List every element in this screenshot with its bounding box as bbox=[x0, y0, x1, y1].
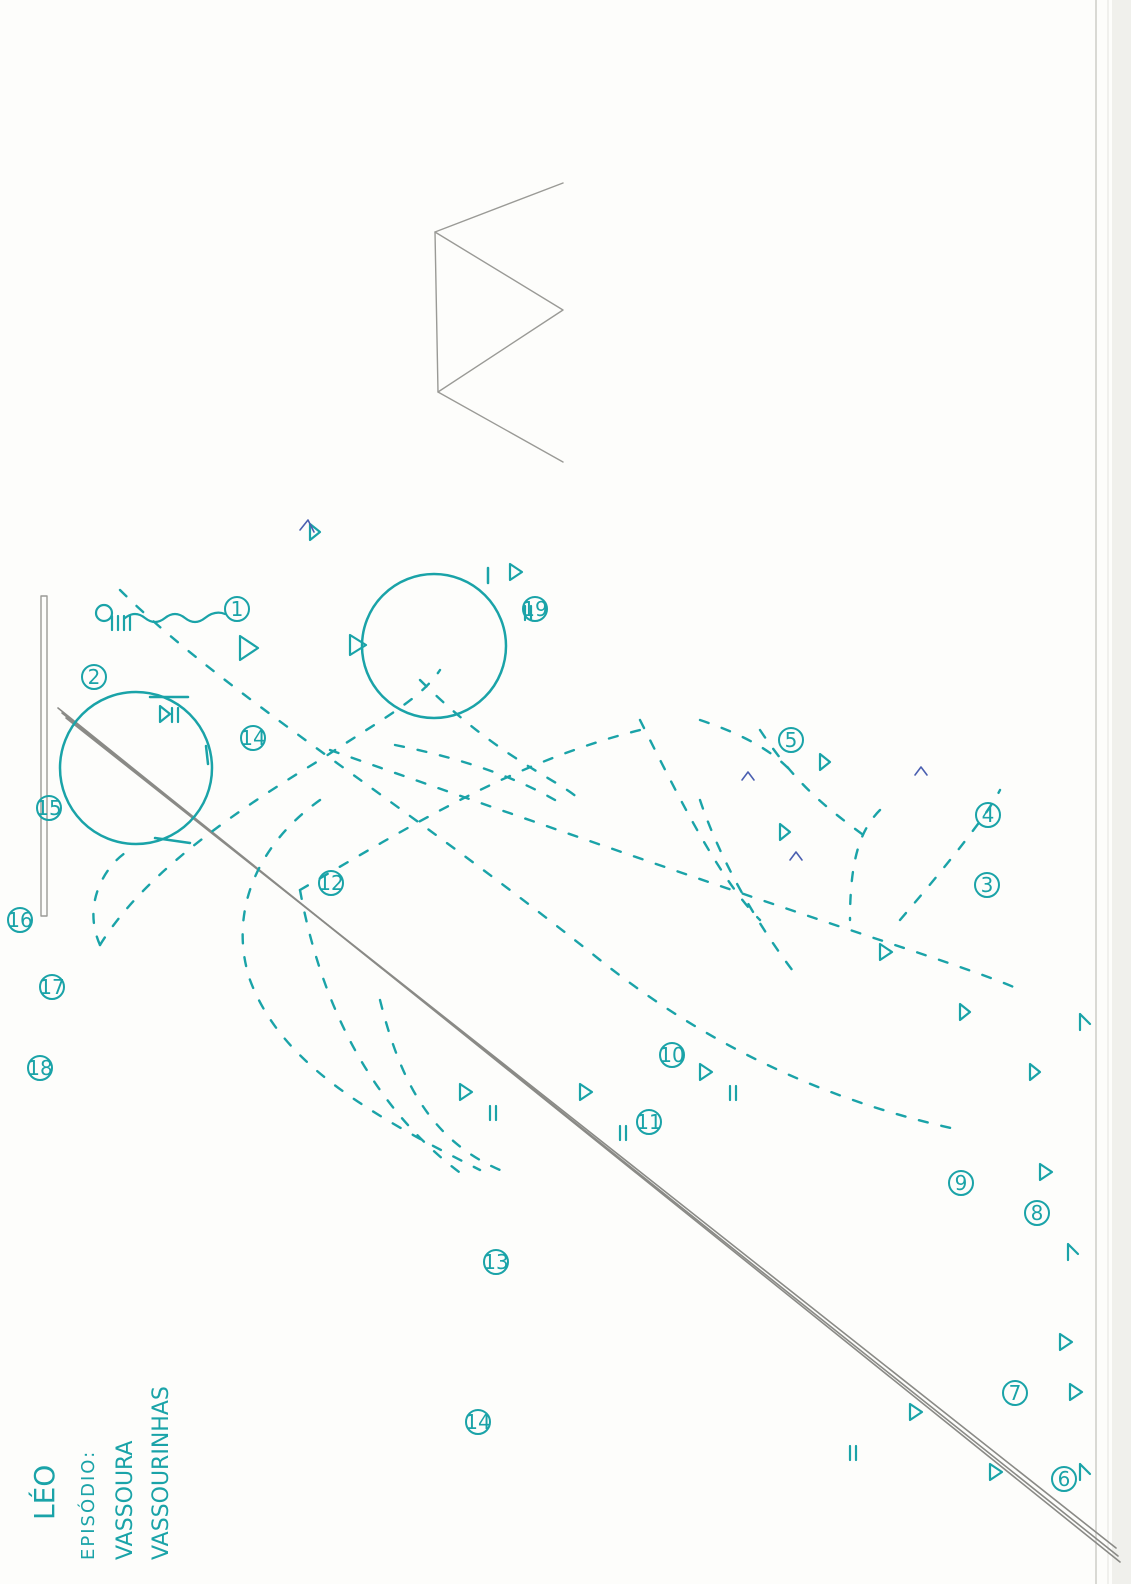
episode-name-line1: VASSOURA bbox=[113, 1441, 138, 1561]
episode-label-block: EPISÓDIO: bbox=[77, 1450, 99, 1560]
marker-14-top: 14 bbox=[240, 726, 265, 750]
marker-label: 15 bbox=[36, 796, 61, 820]
marker-18: 18 bbox=[27, 1056, 52, 1080]
marker-19: 19 bbox=[522, 597, 547, 621]
marker-label: 3 bbox=[981, 873, 994, 897]
marker-list: 1 2 3 4 5 6 7 8 9 10 11 12 13 14 14 15 1… bbox=[7, 597, 1076, 1491]
pencil-w-shape bbox=[435, 183, 563, 462]
marker-label: 2 bbox=[88, 665, 101, 689]
marker-label: 19 bbox=[522, 597, 547, 621]
marker-label: 14 bbox=[465, 1410, 490, 1434]
marker-1: 1 bbox=[225, 597, 249, 621]
pencil-court-line bbox=[58, 708, 1120, 1562]
blue-pen-marks bbox=[300, 520, 927, 860]
marker-label: 16 bbox=[7, 908, 32, 932]
paper-right-edge bbox=[1096, 0, 1131, 1584]
marker-9: 9 bbox=[949, 1171, 973, 1195]
marker-10: 10 bbox=[659, 1043, 684, 1067]
marker-label: 6 bbox=[1058, 1467, 1071, 1491]
marker-15: 15 bbox=[36, 796, 61, 820]
marker-16: 16 bbox=[7, 908, 32, 932]
movement-paths bbox=[93, 590, 1020, 1180]
marker-label: 10 bbox=[659, 1043, 684, 1067]
episode-name-line2: VASSOURINHAS bbox=[149, 1386, 174, 1560]
marker-4: 4 bbox=[976, 803, 1000, 827]
marker-17: 17 bbox=[39, 975, 64, 999]
marker-14-bottom: 14 bbox=[465, 1410, 490, 1434]
marker-3: 3 bbox=[975, 873, 999, 897]
marker-label: 5 bbox=[785, 728, 798, 752]
marker-label: 1 bbox=[231, 597, 244, 621]
marker-label: 12 bbox=[318, 871, 343, 895]
marker-13: 13 bbox=[483, 1250, 508, 1274]
marker-label: 14 bbox=[240, 726, 265, 750]
episode-label: EPISÓDIO: bbox=[77, 1450, 99, 1560]
marker-8: 8 bbox=[1025, 1201, 1049, 1225]
marker-label: 17 bbox=[39, 975, 64, 999]
marker-label: 18 bbox=[27, 1056, 52, 1080]
marker-label: 4 bbox=[982, 803, 995, 827]
marker-label: 11 bbox=[636, 1110, 661, 1134]
marker-2: 2 bbox=[82, 665, 106, 689]
marker-12: 12 bbox=[318, 871, 343, 895]
marker-label: 9 bbox=[955, 1171, 968, 1195]
balance-beam bbox=[41, 596, 47, 916]
title-block: LÉO bbox=[27, 1465, 61, 1520]
wavy-path bbox=[125, 613, 225, 622]
player-symbols bbox=[96, 524, 1090, 1480]
marker-label: 7 bbox=[1009, 1381, 1022, 1405]
marker-label: 13 bbox=[483, 1250, 508, 1274]
episode-line2-block: VASSOURINHAS bbox=[149, 1386, 174, 1560]
marker-label: 8 bbox=[1031, 1201, 1044, 1225]
marker-5: 5 bbox=[779, 728, 803, 752]
hoop-left bbox=[60, 692, 212, 844]
marker-11: 11 bbox=[636, 1110, 661, 1134]
title-name: LÉO bbox=[27, 1465, 61, 1520]
episode-line1-block: VASSOURA bbox=[113, 1441, 138, 1561]
marker-6: 6 bbox=[1052, 1467, 1076, 1491]
hoop-right bbox=[362, 574, 506, 718]
marker-7: 7 bbox=[1003, 1381, 1027, 1405]
